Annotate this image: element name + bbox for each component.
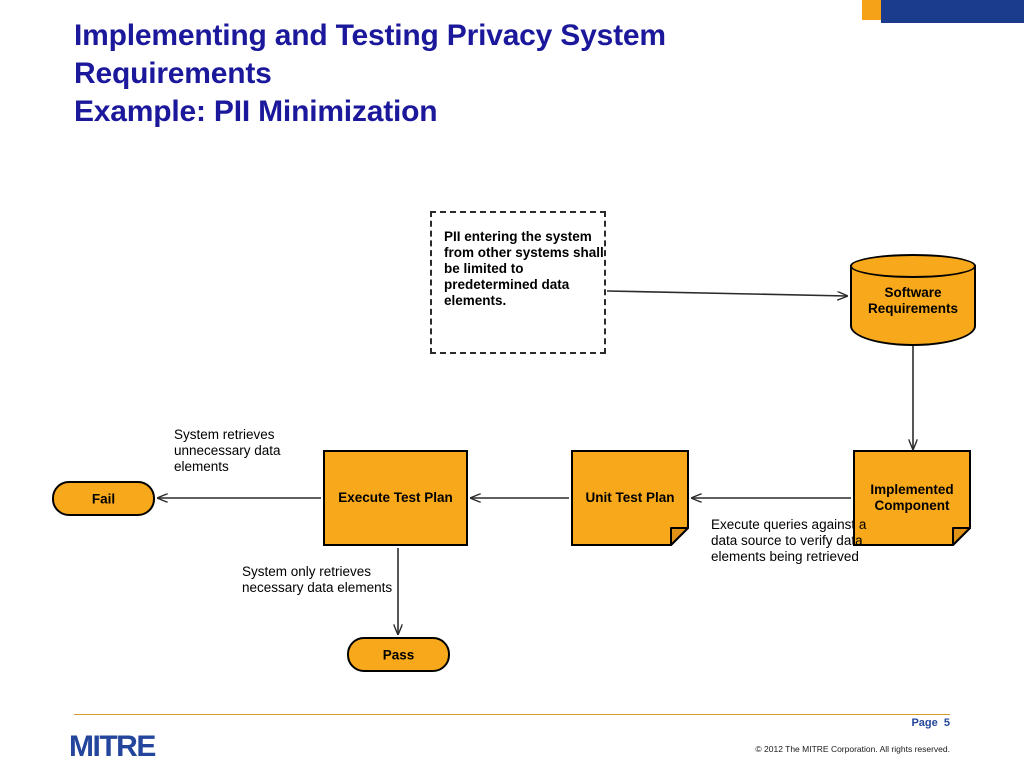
header-orange-accent (862, 0, 881, 20)
title-line-1: Implementing and Testing Privacy System (74, 19, 666, 52)
cylinder-top (850, 254, 976, 278)
annotation-execute-queries: Execute queries against a data source to… (711, 517, 867, 564)
node-pass-label: Pass (382, 647, 415, 662)
annotation-unnecessary-data: System retrieves unnecessary data elemen… (174, 427, 281, 474)
annotation-necessary-data: System only retrieves necessary data ele… (242, 564, 393, 595)
node-pass[interactable]: Pass (347, 637, 450, 672)
page-title: Implementing and Testing Privacy System … (74, 17, 904, 131)
requirement-callout: PII entering the system from other syste… (430, 211, 606, 354)
node-implemented-component-label: Implemented Component (870, 481, 954, 513)
node-fail-label: Fail (91, 491, 116, 506)
node-fail[interactable]: Fail (52, 481, 155, 516)
header-blue-accent (881, 0, 1024, 23)
footer-divider (74, 714, 950, 715)
document-shape (853, 450, 971, 546)
requirement-callout-text: PII entering the system from other syste… (444, 229, 604, 308)
page-number: Page 5 (911, 717, 950, 729)
title-line-2: Requirements (74, 57, 272, 91)
document-shape (571, 450, 689, 546)
node-execute-test-plan[interactable]: Execute Test Plan (323, 450, 468, 546)
cylinder-body (850, 265, 976, 346)
diagram-connectors (0, 290, 1024, 700)
copyright-notice: © 2012 The MITRE Corporation. All rights… (755, 744, 950, 754)
node-unit-test-plan[interactable]: Unit Test Plan (571, 450, 689, 546)
node-execute-test-plan-label: Execute Test Plan (338, 489, 453, 505)
title-line-3: Example: PII Minimization (74, 95, 438, 129)
node-software-requirements-label: Software Requirements (867, 285, 959, 317)
node-software-requirements[interactable]: Software Requirements (850, 254, 976, 346)
process-flow-diagram: PII entering the system from other syste… (0, 211, 1024, 700)
mitre-logo: MITRE (69, 730, 156, 763)
node-unit-test-plan-label: Unit Test Plan (585, 489, 675, 505)
node-implemented-component[interactable]: Implemented Component (853, 450, 971, 546)
